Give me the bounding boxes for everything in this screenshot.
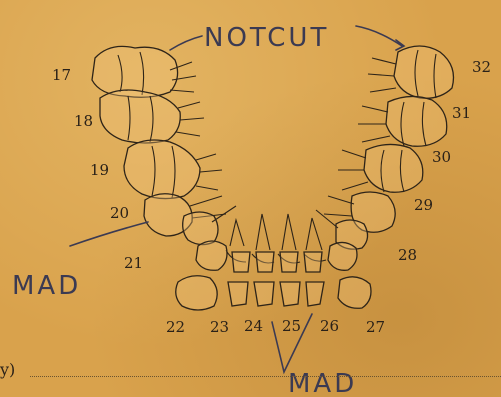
not-cut-pointer-left [170,36,202,50]
tooth-19 [124,140,222,199]
tooth-label-21: 21 [124,254,143,272]
tooth-18 [100,90,204,143]
tooth-label-23: 23 [210,318,229,336]
tooth-32 [368,46,454,98]
tooth-30 [338,144,423,192]
tooth-label-24: 24 [244,317,263,335]
tooth-label-26: 26 [320,317,339,335]
mad-left-annotation: MAD [12,271,81,301]
tooth-27 [338,277,371,308]
mad-left-pointer [70,222,148,246]
not-cut-pointer-right [356,26,404,50]
form-field-label: y) [0,360,15,379]
tooth-label-32: 32 [472,58,491,76]
tooth-31 [358,96,447,146]
tooth-label-18: 18 [74,112,93,130]
tooth-label-22: 22 [166,318,185,336]
mad-bottom-annotation: MAD [288,369,357,397]
incisor-ring [196,241,357,272]
tooth-label-30: 30 [432,148,451,166]
tooth-label-27: 27 [366,318,385,336]
tooth-label-20: 20 [110,204,129,222]
tooth-label-28: 28 [398,246,417,264]
tooth-22 [176,276,217,310]
tooth-label-29: 29 [414,196,433,214]
tooth-label-25: 25 [282,317,301,335]
tooth-label-19: 19 [90,161,109,179]
form-dotted-line [30,376,501,377]
tooth-label-31: 31 [452,104,471,122]
tooth-label-17: 17 [52,66,71,84]
not-cut-annotation: NOTCUT [204,23,329,53]
tooth-17 [92,46,196,97]
